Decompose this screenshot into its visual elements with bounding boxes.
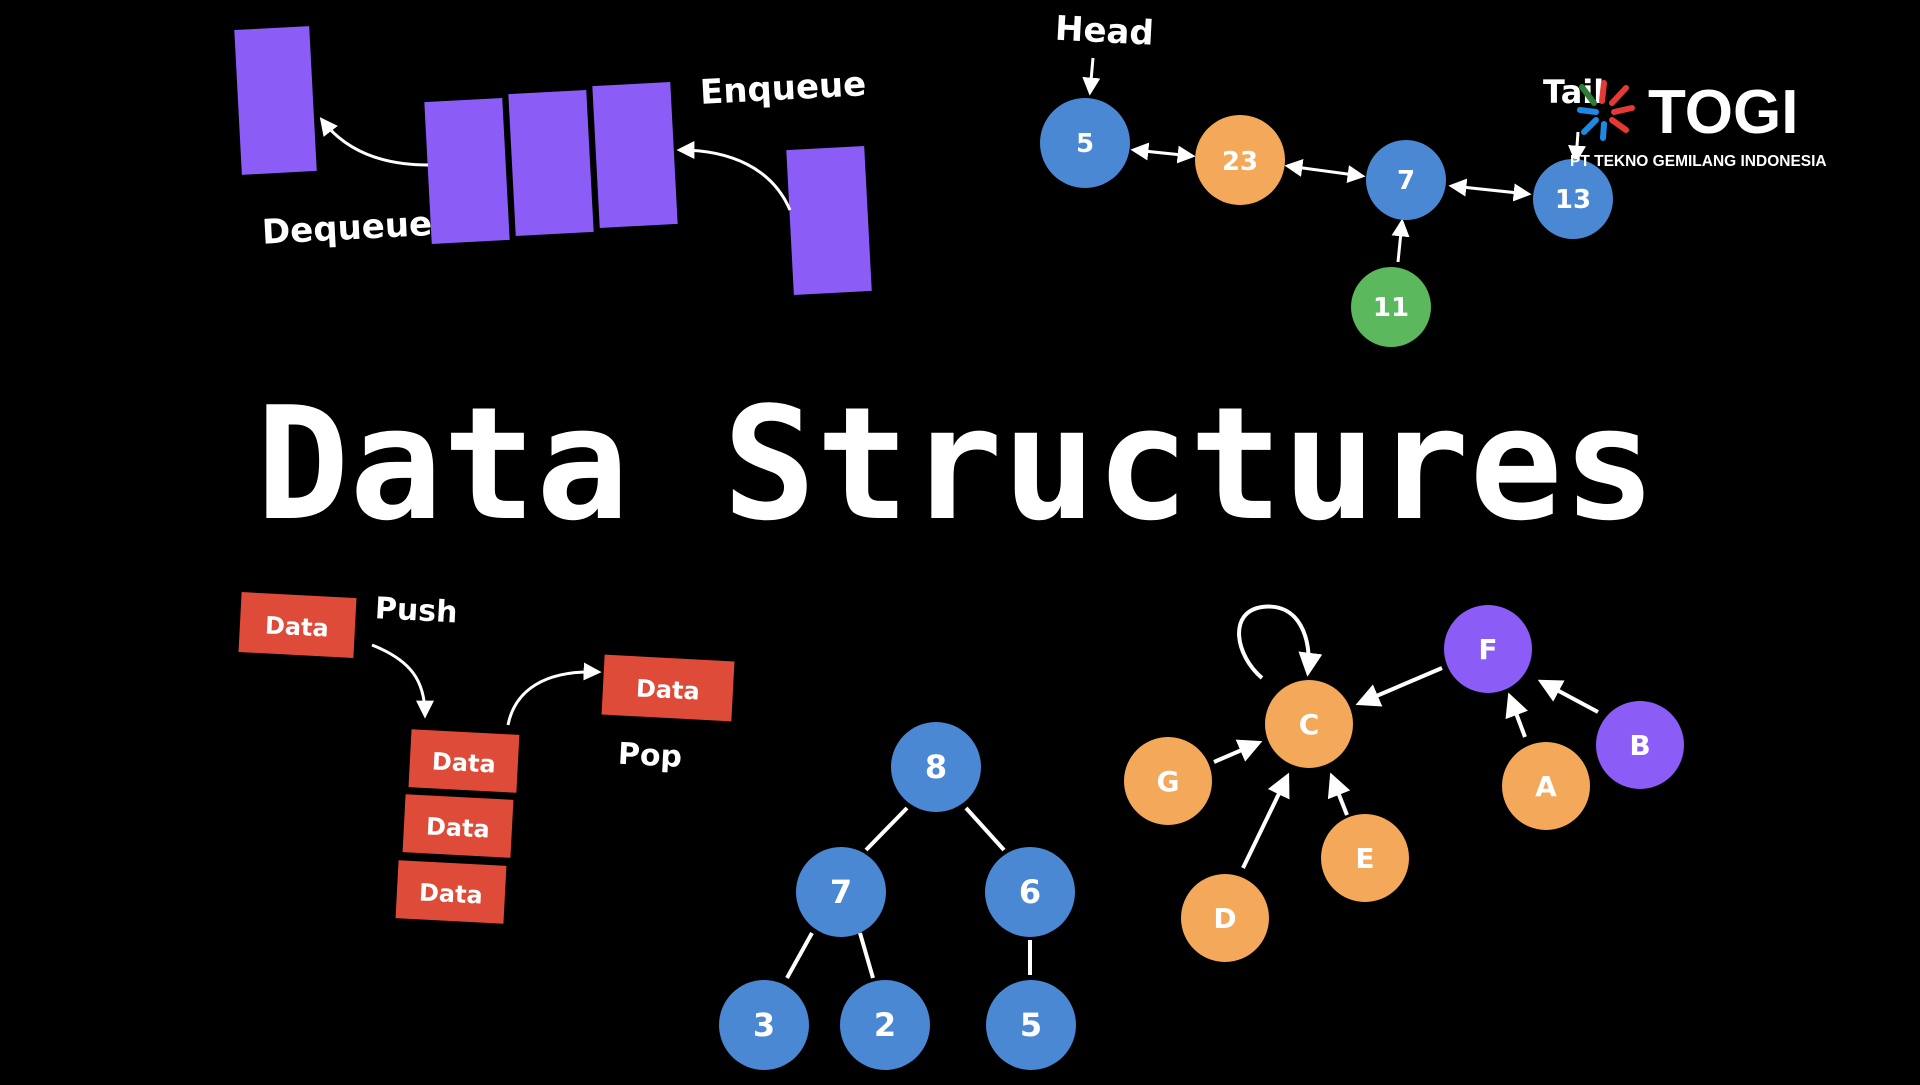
- push-label: Push: [374, 591, 458, 630]
- graph-edge-g-c: [1213, 739, 1263, 764]
- svg-text:7: 7: [1397, 166, 1415, 196]
- graph-node-a: A: [1502, 742, 1590, 830]
- list-node-13: 13: [1533, 159, 1613, 239]
- graph-edge-c-self: [1237, 604, 1323, 680]
- head-label: Head: [1054, 9, 1155, 54]
- queue-block-1: [424, 98, 510, 244]
- graph-node-b: B: [1596, 701, 1684, 789]
- svg-text:F: F: [1478, 633, 1497, 666]
- binary-tree-diagram: 8 7 6 3 2 5: [719, 722, 1076, 1070]
- tree-node-6: 6: [985, 847, 1075, 937]
- graph-edge-d-c: [1241, 772, 1290, 869]
- tree-node-5: 5: [986, 980, 1076, 1070]
- brand-name: TOGI: [1648, 78, 1798, 147]
- svg-text:5: 5: [1076, 129, 1094, 159]
- togi-logo: TOGI PT TEKNO GEMILANG INDONESIA: [1570, 78, 1827, 170]
- graph-node-g: G: [1124, 737, 1212, 825]
- svg-text:11: 11: [1373, 293, 1409, 323]
- dequeue-label: Dequeue: [261, 204, 433, 253]
- svg-text:8: 8: [925, 748, 947, 786]
- svg-text:7: 7: [830, 873, 852, 911]
- svg-text:13: 13: [1555, 185, 1591, 215]
- tail-arrow: [1568, 131, 1587, 164]
- stack-item-middle: Data: [402, 794, 514, 858]
- svg-text:C: C: [1299, 708, 1320, 741]
- enqueue-label: Enqueue: [699, 64, 867, 113]
- svg-text:2: 2: [874, 1006, 896, 1044]
- tree-edge-7-3: [785, 932, 814, 979]
- tree-node-2: 2: [840, 980, 930, 1070]
- graph-node-d: D: [1181, 874, 1269, 962]
- stack-diagram: Data Data Data Data Data Push Pop: [238, 591, 735, 924]
- pop-arrow: [506, 662, 602, 726]
- pop-label: Pop: [617, 737, 683, 775]
- svg-text:Data: Data: [264, 611, 329, 642]
- graph-edge-f-c: [1355, 666, 1443, 707]
- stack-item-bottom: Data: [395, 860, 507, 924]
- queue-dequeued-block: [234, 26, 317, 175]
- tree-edge-7-2: [858, 932, 875, 979]
- page-title: Data Structures: [256, 373, 1656, 555]
- svg-text:D: D: [1213, 902, 1236, 935]
- svg-text:3: 3: [753, 1006, 775, 1044]
- svg-text:G: G: [1157, 765, 1180, 798]
- tree-edge-8-7: [864, 806, 909, 852]
- stack-pop-item: Data: [601, 654, 735, 722]
- svg-text:Data: Data: [418, 878, 483, 909]
- svg-text:5: 5: [1020, 1006, 1042, 1044]
- svg-text:23: 23: [1222, 147, 1258, 177]
- stack-push-item: Data: [238, 592, 357, 658]
- graph-edge-e-c: [1327, 772, 1351, 816]
- tree-edge-8-6: [964, 806, 1006, 852]
- link-11-7: [1391, 218, 1410, 263]
- push-arrow: [371, 643, 434, 719]
- link-23-7: [1284, 159, 1366, 183]
- stack-item-top: Data: [408, 729, 520, 793]
- svg-text:A: A: [1535, 770, 1557, 803]
- graph-node-f: F: [1444, 605, 1532, 693]
- head-arrow: [1082, 57, 1101, 96]
- queue-diagram: Enqueue Dequeue: [234, 26, 872, 295]
- svg-text:E: E: [1355, 842, 1374, 875]
- graph-node-c: C: [1265, 680, 1353, 768]
- svg-text:Data: Data: [431, 747, 496, 778]
- list-node-7: 7: [1366, 140, 1446, 220]
- link-7-13: [1448, 178, 1532, 202]
- queue-enqueued-block: [786, 146, 872, 295]
- graph-node-e: E: [1321, 814, 1409, 902]
- linked-list-diagram: Head Tail 5 23 7 13 11: [1040, 9, 1613, 347]
- graph-edge-a-f: [1505, 692, 1528, 738]
- tree-node-3: 3: [719, 980, 809, 1070]
- brand-subtitle: PT TEKNO GEMILANG INDONESIA: [1570, 153, 1827, 170]
- enqueue-arrow: [676, 141, 792, 211]
- tree-node-7: 7: [796, 847, 886, 937]
- link-5-23: [1130, 142, 1196, 164]
- togi-logo-icon: [1577, 80, 1635, 141]
- queue-block-2: [508, 90, 594, 236]
- dequeue-arrow: [319, 117, 429, 167]
- list-node-5: 5: [1040, 98, 1130, 188]
- queue-block-3: [592, 82, 678, 228]
- graph-edge-b-f: [1537, 679, 1599, 714]
- svg-text:B: B: [1629, 729, 1650, 762]
- svg-text:6: 6: [1019, 873, 1041, 911]
- list-node-11: 11: [1351, 267, 1431, 347]
- graph-diagram: C F B A G E D: [1124, 604, 1684, 962]
- tree-node-8: 8: [891, 722, 981, 812]
- svg-text:Data: Data: [425, 812, 490, 843]
- svg-text:Data: Data: [635, 674, 700, 705]
- list-node-23: 23: [1195, 115, 1285, 205]
